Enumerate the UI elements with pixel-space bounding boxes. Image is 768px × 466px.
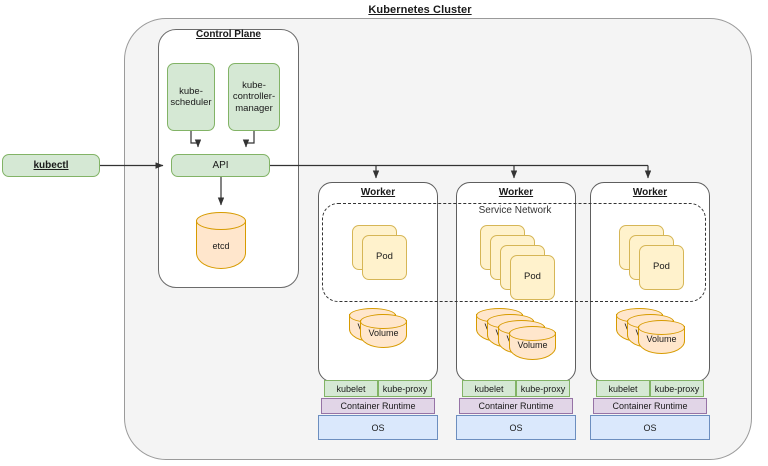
kube-controller-manager-node[interactable]: kube-controller-manager <box>228 63 280 131</box>
pod-label-1: Pod <box>376 251 393 262</box>
kubelet-bar-2[interactable]: kubelet <box>462 380 516 397</box>
volume-1-2[interactable]: Volume <box>360 314 407 348</box>
worker-title-2: Worker <box>498 186 534 198</box>
pod-label-3: Pod <box>653 261 670 272</box>
pod-1-2[interactable]: Pod <box>362 235 407 280</box>
volume-label-1-2: Volume <box>368 328 399 338</box>
api-server-node[interactable]: API <box>171 154 270 177</box>
os-bar-3[interactable]: OS <box>590 415 710 440</box>
volume-2-4[interactable]: Volume <box>509 326 556 360</box>
volume-label-2-4: Volume <box>517 340 548 350</box>
volume-cylinder-top <box>509 326 556 341</box>
kube-proxy-bar-1[interactable]: kube-proxy <box>378 380 432 397</box>
kube-scheduler-node[interactable]: kube-scheduler <box>167 63 215 131</box>
pod-2-4[interactable]: Pod <box>510 255 555 300</box>
container-runtime-bar-3[interactable]: Container Runtime <box>593 398 707 414</box>
service-network-boundary <box>322 203 706 302</box>
service-network-label: Service Network <box>478 204 552 216</box>
worker-title-1: Worker <box>360 186 396 198</box>
control-plane-title: Control Plane <box>195 28 261 40</box>
container-runtime-bar-1[interactable]: Container Runtime <box>321 398 435 414</box>
kube-proxy-bar-2[interactable]: kube-proxy <box>516 380 570 397</box>
container-runtime-bar-2[interactable]: Container Runtime <box>459 398 573 414</box>
pod-3-3[interactable]: Pod <box>639 245 684 290</box>
volume-cylinder-top <box>360 314 407 329</box>
kube-proxy-bar-3[interactable]: kube-proxy <box>650 380 704 397</box>
kubectl-node[interactable]: kubectl <box>2 154 100 177</box>
etcd-cylinder-top <box>196 212 246 230</box>
os-bar-1[interactable]: OS <box>318 415 438 440</box>
etcd-label: etcd <box>212 241 230 251</box>
worker-node-1[interactable] <box>318 182 438 382</box>
etcd-datastore[interactable]: etcd <box>196 212 246 269</box>
kubelet-bar-3[interactable]: kubelet <box>596 380 650 397</box>
volume-cylinder-top <box>638 320 685 335</box>
worker-title-3: Worker <box>632 186 668 198</box>
volume-3-3[interactable]: Volume <box>638 320 685 354</box>
pod-label-2: Pod <box>524 271 541 282</box>
os-bar-2[interactable]: OS <box>456 415 576 440</box>
kubelet-bar-1[interactable]: kubelet <box>324 380 378 397</box>
volume-label-3-3: Volume <box>646 334 677 344</box>
cluster-title: Kubernetes Cluster <box>368 4 472 16</box>
